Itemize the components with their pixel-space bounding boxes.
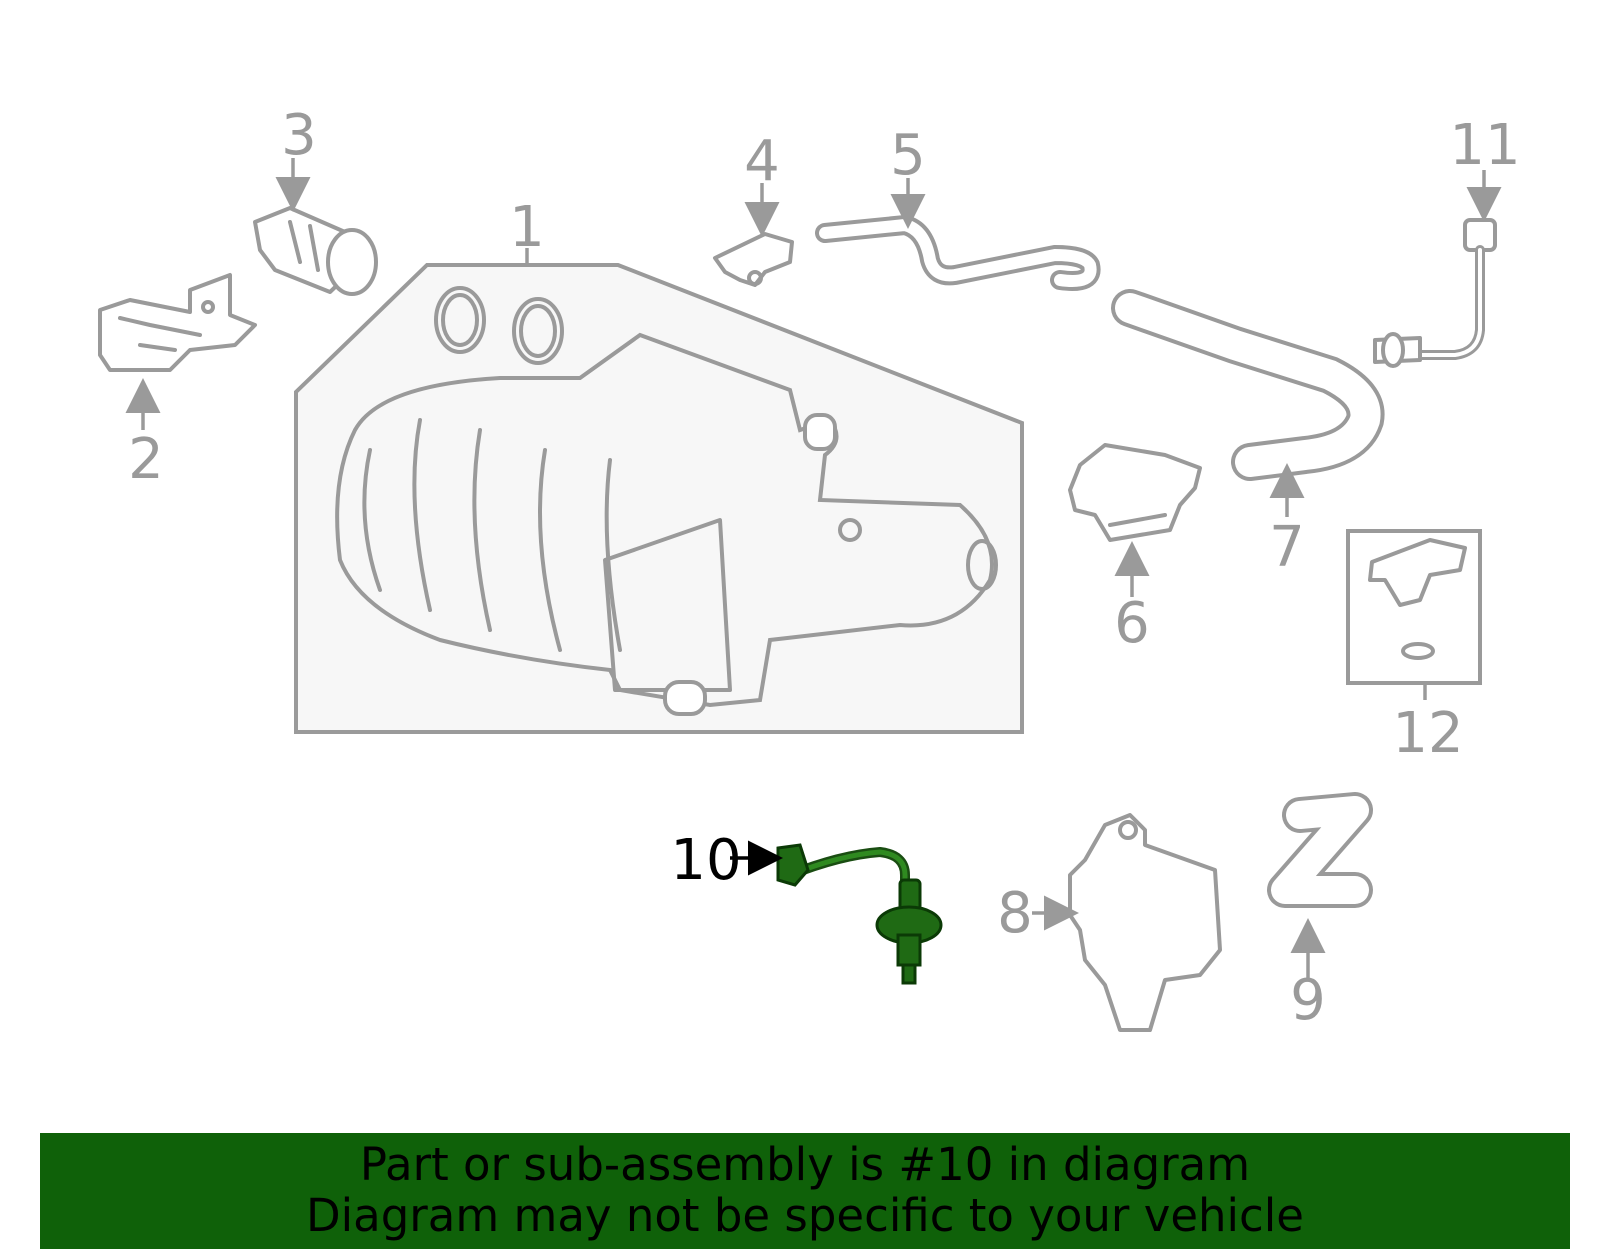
part-3-valve[interactable] bbox=[253, 206, 378, 296]
part-1-canister[interactable] bbox=[294, 263, 1024, 734]
callout-2: 2 bbox=[128, 427, 164, 492]
part-4-sensor[interactable] bbox=[713, 232, 794, 287]
part-5-hose[interactable] bbox=[815, 214, 1101, 291]
callout-11: 11 bbox=[1449, 113, 1520, 178]
info-banner: Part or sub-assembly is #10 in diagram D… bbox=[40, 1133, 1570, 1249]
part-6-solenoid[interactable] bbox=[1068, 443, 1202, 542]
part-9-hose[interactable] bbox=[1267, 792, 1373, 908]
callout-4: 4 bbox=[744, 129, 780, 194]
callout-12: 12 bbox=[1392, 701, 1463, 766]
part-10-oxygen-sensor[interactable] bbox=[776, 843, 943, 985]
part-2-bracket[interactable] bbox=[98, 273, 257, 372]
part-11-oxygen-sensor[interactable] bbox=[1373, 218, 1497, 368]
callout-numbers: 1 2 3 4 5 6 7 8 9 10 11 12 bbox=[128, 103, 1520, 1033]
callout-1: 1 bbox=[509, 195, 545, 260]
callout-6: 6 bbox=[1114, 591, 1150, 656]
part-7-hose[interactable] bbox=[1111, 289, 1385, 481]
callout-8: 8 bbox=[997, 881, 1033, 946]
part-12-sensor-kit[interactable] bbox=[1346, 529, 1482, 685]
callout-7: 7 bbox=[1269, 515, 1305, 580]
leader-lines bbox=[125, 158, 1502, 980]
callout-3: 3 bbox=[281, 103, 317, 168]
part-8-module[interactable] bbox=[1068, 813, 1222, 1032]
callout-10: 10 bbox=[670, 828, 741, 893]
banner-line-1: Part or sub-assembly is #10 in diagram bbox=[359, 1138, 1251, 1191]
callout-5: 5 bbox=[890, 123, 926, 188]
callout-9: 9 bbox=[1290, 968, 1326, 1033]
banner-line-2: Diagram may not be specific to your vehi… bbox=[306, 1189, 1304, 1242]
